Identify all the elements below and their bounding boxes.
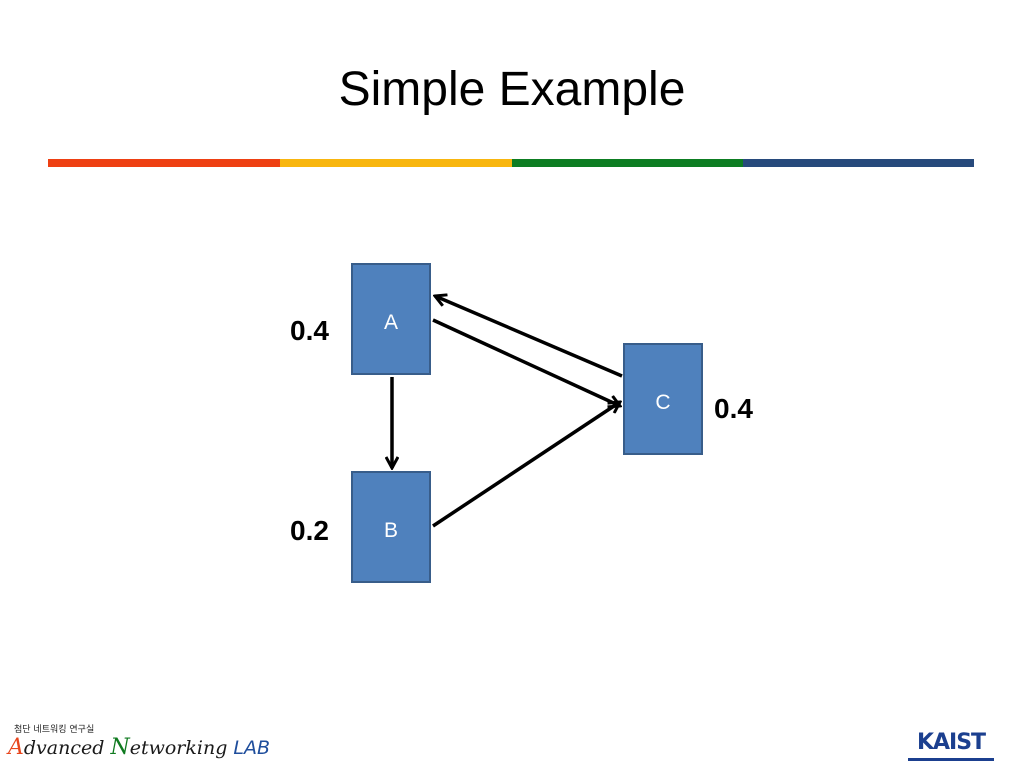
node-b-label: B	[383, 519, 398, 542]
lab-name-initial-n: N	[110, 735, 130, 760]
node-a: A	[351, 263, 431, 375]
node-c: C	[623, 343, 703, 455]
kaist-logo: KAIST	[904, 730, 998, 766]
lab-english-name: Advanced Networking LAB	[8, 735, 271, 760]
node-a-label: A	[383, 311, 398, 334]
edge-c-to-a	[435, 296, 623, 378]
lab-name-lab: LAB	[233, 737, 271, 759]
node-b-score: 0.2	[290, 515, 329, 546]
kaist-logo-text: KAIST	[916, 730, 986, 755]
node-c-score: 0.4	[714, 393, 753, 424]
edge-b-to-c	[432, 402, 620, 528]
title-rule-blue	[743, 159, 974, 167]
title-rule-red	[48, 159, 280, 167]
lab-name-part-2: etworking	[129, 737, 234, 759]
slide-title: Simple Example	[338, 63, 686, 116]
lab-name-initial-a: A	[8, 735, 24, 760]
title-rule-yellow	[280, 159, 512, 167]
lab-korean-name: 첨단 네트워킹 연구실	[14, 725, 95, 735]
node-b: B	[351, 471, 431, 583]
node-c-label: C	[655, 391, 671, 414]
edge-a-to-c	[432, 318, 620, 406]
kaist-logo-underline	[908, 758, 994, 761]
lab-name-part-1: dvanced	[23, 737, 111, 759]
title-rule-green	[512, 159, 743, 167]
node-a-score: 0.4	[290, 315, 329, 346]
lab-logo: 첨단 네트워킹 연구실 Advanced Networking LAB	[8, 722, 270, 760]
